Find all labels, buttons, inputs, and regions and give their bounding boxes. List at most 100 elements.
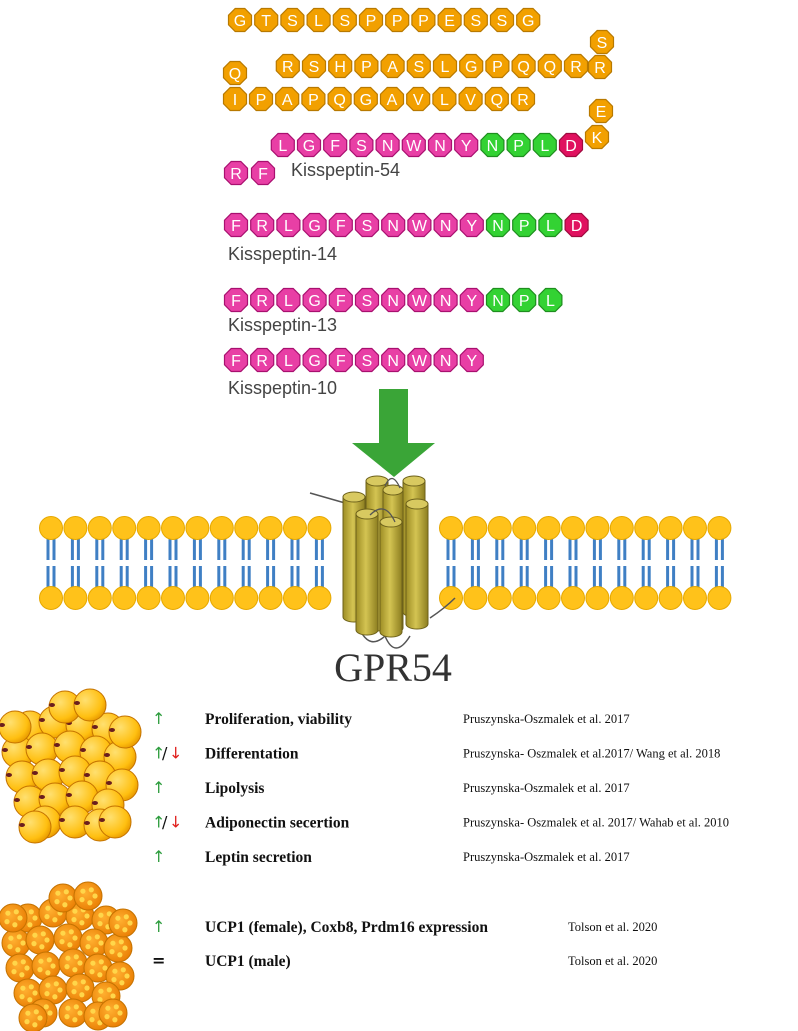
residue-orange: E [437, 7, 462, 33]
residue-letter: I [233, 92, 237, 109]
residue-letter: N [382, 138, 394, 155]
adipocyte [48, 883, 78, 913]
residue-letter: P [392, 13, 403, 30]
residue-shape [222, 86, 248, 112]
residue-pink: G [302, 212, 327, 238]
residue-letter: F [336, 353, 346, 370]
residue-shape [401, 132, 426, 158]
residue-shape [354, 347, 380, 373]
phospholipid [487, 516, 512, 610]
adipocyte [108, 715, 142, 749]
phospholipid [634, 516, 659, 610]
residue-shape [538, 287, 563, 313]
residue-orange: Q [537, 53, 562, 79]
residue-letter: L [278, 138, 287, 155]
phospholipid [283, 516, 307, 610]
residue-orange: T [254, 7, 279, 33]
residue-orange: R [275, 53, 300, 79]
residue-letter: L [284, 218, 293, 235]
residue-orange: P [485, 53, 510, 79]
phospholipid [63, 516, 88, 610]
residue-shape [459, 347, 484, 373]
arrow-down-icon: ↓ [169, 744, 182, 763]
residue-pink: W [407, 287, 432, 313]
residue-orange: P [385, 7, 410, 33]
residue-shape [227, 7, 253, 33]
residue-pink: W [401, 132, 426, 158]
adipocyte [83, 953, 113, 983]
residue-orange: S [301, 53, 327, 79]
residue-pink: Y [459, 212, 484, 238]
residue-letter: P [256, 92, 267, 109]
residue-letter: F [336, 218, 346, 235]
phospholipid [136, 516, 161, 610]
residue-green: N [480, 132, 505, 158]
residue-letter: G [522, 13, 534, 30]
residue-green: N [485, 212, 511, 238]
white-adipocytes-icon [0, 688, 142, 844]
residue-shape [280, 7, 305, 33]
residue-letter: R [517, 92, 529, 109]
residue-letter: F [231, 353, 241, 370]
residue-shape [223, 347, 249, 373]
residue-letter: W [412, 353, 428, 370]
residue-letter: Q [544, 59, 556, 76]
residue-shape [270, 132, 295, 158]
residue-shape [537, 53, 562, 79]
residue-letter: G [360, 92, 372, 109]
phospholipid [536, 516, 561, 610]
residue-shape [459, 212, 484, 238]
transmembrane-helix [405, 498, 429, 630]
phospholipid [39, 516, 63, 610]
residue-pink: F [328, 347, 353, 373]
residue-letter: Y [461, 138, 472, 155]
residue-letter: P [366, 13, 377, 30]
residue-shape [433, 347, 458, 373]
adipocyte [73, 688, 107, 722]
adipocyte [31, 951, 61, 981]
residue-shape [296, 132, 322, 158]
residue-letter: S [597, 35, 608, 52]
residue-orange: E [588, 98, 614, 124]
residue-shape [250, 287, 275, 313]
phospholipid [585, 516, 610, 610]
residue-orange: A [380, 53, 405, 79]
adipocyte [18, 1003, 48, 1031]
residue-pink: F [223, 347, 249, 373]
adipocyte [103, 933, 133, 963]
residue-shape [485, 287, 511, 313]
residue-shape [223, 287, 249, 313]
adipocyte [98, 805, 132, 839]
residue-shape [381, 347, 406, 373]
residue-letter: K [592, 130, 603, 147]
equal-icon: = [152, 951, 165, 970]
effect-label: Leptin secretion [205, 849, 312, 866]
residue-pink: N [381, 347, 406, 373]
residue-orange: G [353, 86, 378, 112]
residue-pink: N [433, 212, 458, 238]
residue-shape [407, 287, 432, 313]
residue-letter: S [356, 138, 367, 155]
residue-letter: D [571, 218, 583, 235]
residue-letter: S [362, 218, 373, 235]
residue-shape [558, 132, 584, 158]
adipocyte [58, 998, 88, 1028]
residue-shape [485, 53, 510, 79]
residue-letter: Y [466, 353, 477, 370]
adipocyte [0, 710, 32, 744]
residue-letter: S [470, 13, 481, 30]
residue-green: N [485, 287, 511, 313]
residue-letter: P [492, 59, 503, 76]
residue-shape [354, 53, 379, 79]
kisspeptin-54-label: Kisspeptin-54 [291, 160, 400, 180]
residue-letter: L [440, 92, 449, 109]
residue-pink: S [354, 287, 380, 313]
residue-pink: Y [459, 347, 484, 373]
adipocyte [73, 881, 103, 911]
residue-letter: S [287, 13, 298, 30]
residue-green: P [506, 132, 531, 158]
residue-shape [564, 212, 589, 238]
residue-shape [354, 287, 380, 313]
residue-shape [248, 86, 274, 112]
residue-shape [588, 98, 614, 124]
